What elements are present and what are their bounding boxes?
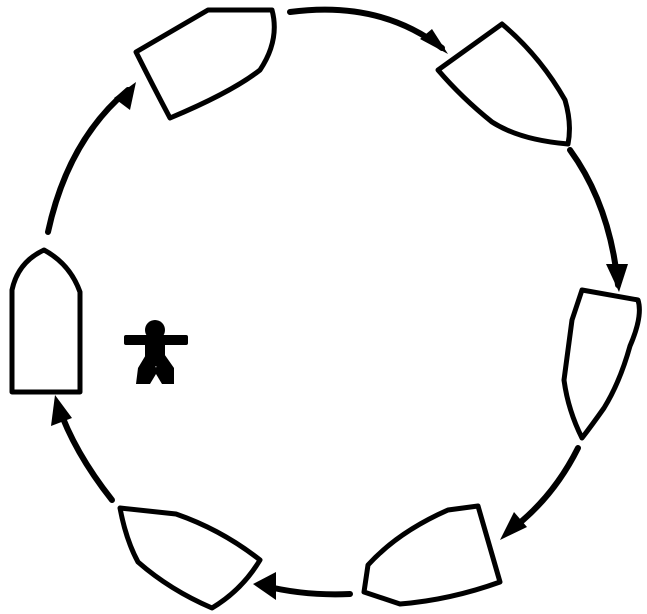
- connector-left-upper: [48, 90, 128, 232]
- connector-top: [290, 10, 442, 48]
- boat-node-bottom-right: [364, 506, 500, 604]
- person-icon: [124, 320, 188, 384]
- connector-bottom: [265, 586, 350, 594]
- cycle-nodes: [12, 10, 639, 608]
- boat-node-right: [564, 290, 639, 438]
- arrowhead-bottom: [253, 572, 276, 600]
- boat-node-left: [12, 250, 80, 392]
- boat-node-top: [136, 10, 274, 118]
- boat-node-top-right: [438, 24, 569, 144]
- arrowhead-left-lower: [51, 395, 72, 426]
- arrowhead-left-upper: [114, 82, 136, 110]
- boat-node-bottom-left: [120, 508, 260, 608]
